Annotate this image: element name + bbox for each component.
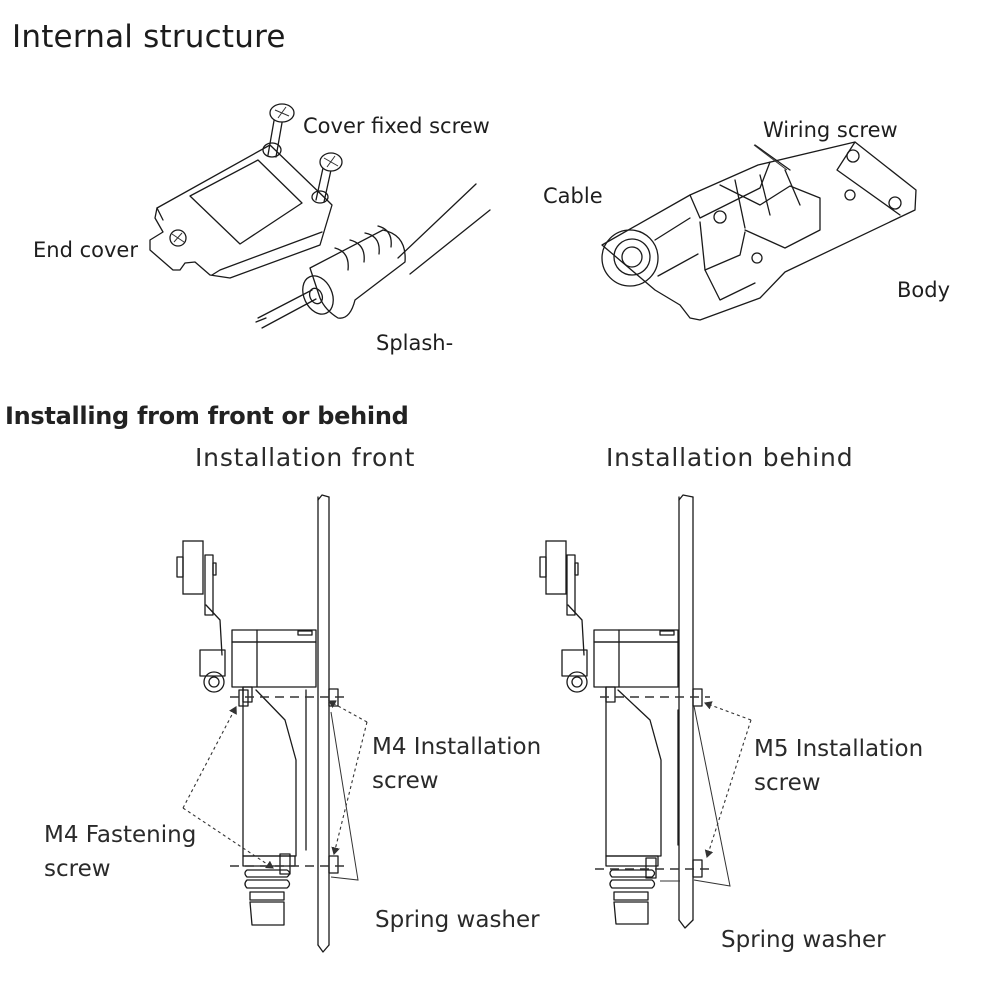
cover-fixed-screw-label: Cover fixed screw [303,114,490,138]
behind-center-lines [595,696,710,870]
front-installation-screw-line1: M4 Installation [372,734,542,760]
cable-splash-icon [255,183,491,329]
end-cover-icon [149,103,343,279]
installation-front-title: Installation front [195,443,416,472]
end-cover-label: End cover [33,238,138,262]
front-center-lines [230,696,345,867]
behind-switch-icon [539,540,703,925]
front-installation-screw-label: M4 Installation screw [372,730,541,798]
front-installation-screw-line2: screw [372,768,439,794]
behind-spring-washer-label: Spring washer [721,927,886,953]
front-panel-icon [317,494,330,953]
body-label: Body [897,278,951,302]
behind-installation-screw-label: M5 Installation screw [754,732,923,800]
wiring-screw-label: Wiring screw [763,118,898,142]
behind-installation-screw-line1: M5 Installation [754,736,924,762]
front-fastening-screw-line1: M4 Fastening [44,822,197,848]
front-leader-lines [182,700,368,881]
installing-title: Installing from front or behind [5,402,409,430]
cable-label: Cable [543,184,603,208]
front-fastening-screw-line2: screw [44,856,111,882]
front-fastening-screw-label: M4 Fastening screw [44,818,196,886]
internal-structure-title: Internal structure [12,19,286,55]
behind-leader-lines [693,701,752,887]
switch-body-icon [601,141,917,321]
front-switch-icon [176,540,339,926]
front-spring-washer-label: Spring washer [375,907,540,933]
installation-behind-title: Installation behind [606,443,854,472]
behind-installation-screw-line2: screw [754,770,821,796]
splash-label: Splash- [376,331,454,355]
behind-panel-icon [678,494,694,929]
